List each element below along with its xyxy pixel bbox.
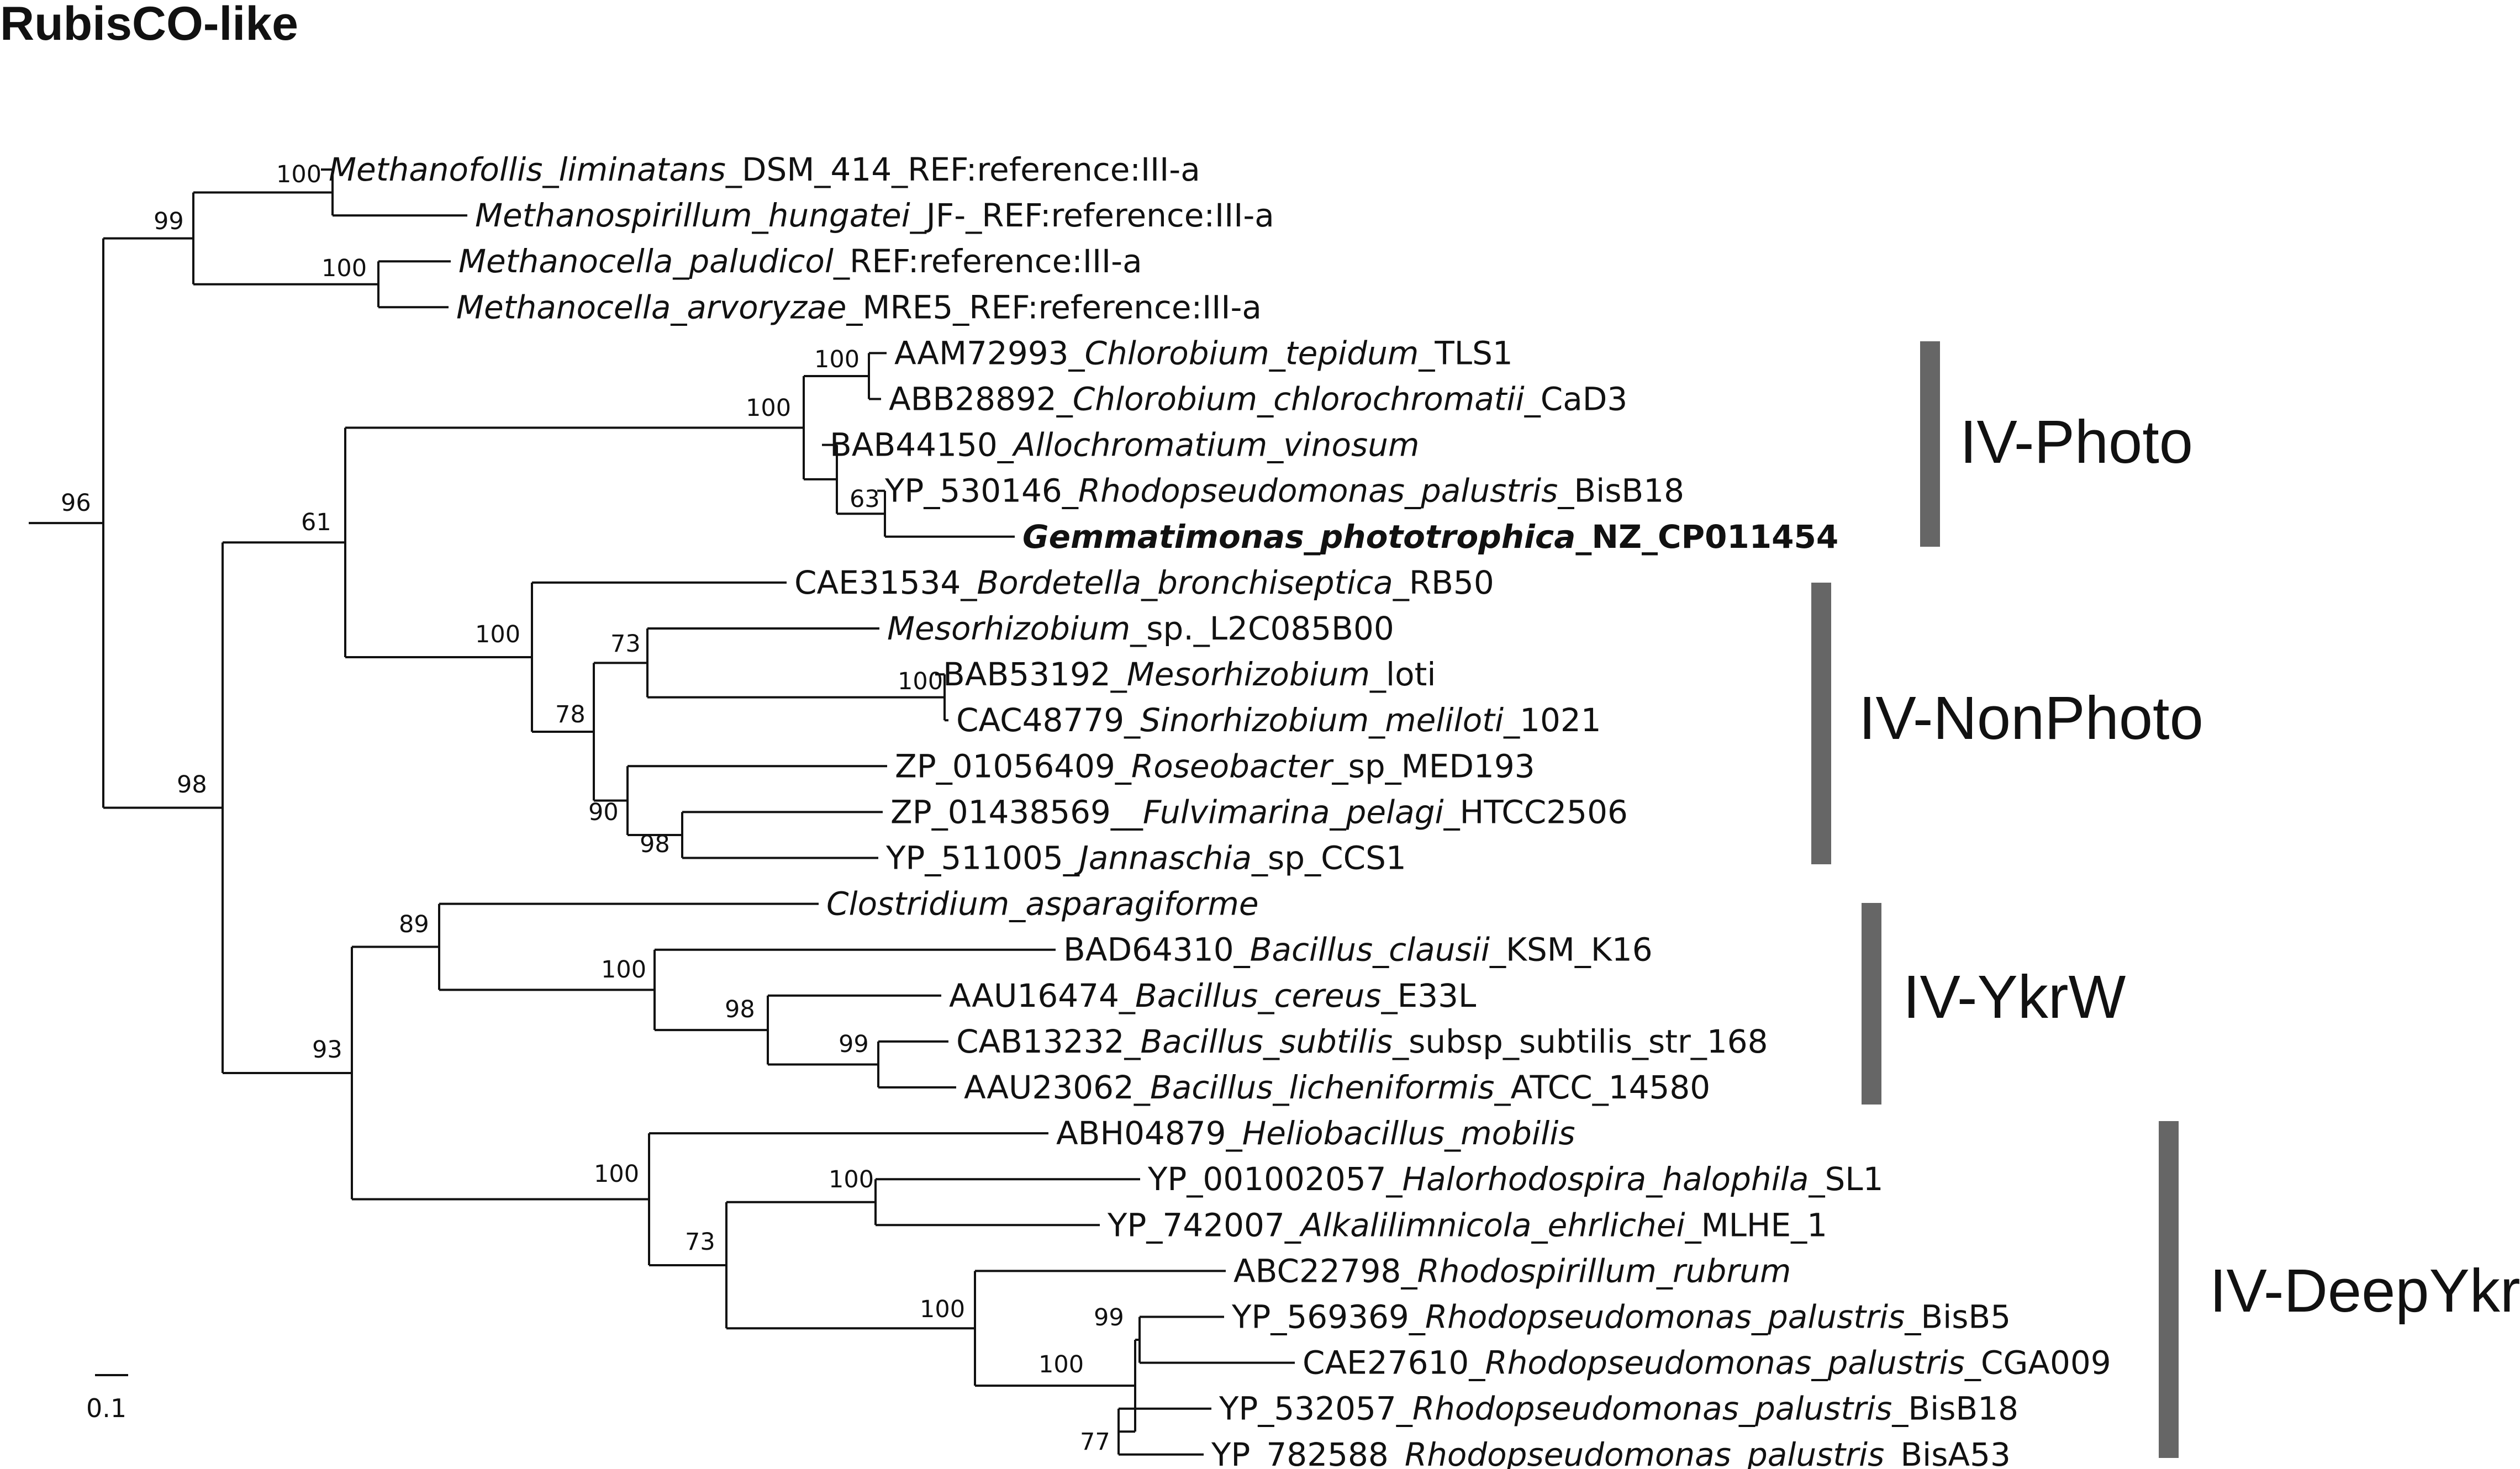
bootstrap-value: 99 <box>1094 1304 1124 1331</box>
bootstrap-value: 100 <box>829 1166 874 1193</box>
leaf-label: CAB13232_Bacillus_subtilis_subsp_subtili… <box>956 1023 1768 1060</box>
bootstrap-value: 78 <box>555 701 586 728</box>
leaf-label: ZP_01056409_Roseobacter_sp_MED193 <box>895 747 1535 785</box>
leaf-label: CAC48779_Sinorhizobium_meliloti_1021 <box>956 701 1601 739</box>
leaf-label: YP_511005_Jannaschia_sp_CCS1 <box>885 839 1406 877</box>
leaf-label: Methanocella_paludicol_REF:reference:III… <box>458 242 1142 280</box>
bootstrap-value: 98 <box>640 831 670 858</box>
leaf-label: AAU23062_Bacillus_licheniformis_ATCC_145… <box>964 1069 1710 1106</box>
leaf-label: Methanofollis_liminatans_DSM_414_REF:ref… <box>329 151 1200 188</box>
bootstrap-value: 98 <box>725 996 755 1023</box>
leaf-label: BAD64310_Bacillus_clausii_KSM_K16 <box>1063 931 1653 969</box>
leaf-label: BAB44150_Allochromatium_vinosum <box>830 426 1419 464</box>
leaf-label: YP_742007_Alkalilimnicola_ehrlichei_MLHE… <box>1107 1206 1827 1244</box>
bootstrap-value: 61 <box>301 509 331 536</box>
leaf-label: CAE27610_Rhodopseudomonas_palustris_CGA0… <box>1303 1344 2111 1382</box>
clade-label: IV-NonPhoto <box>1859 684 2203 752</box>
clade-label: IV-YkrW <box>1903 963 2126 1031</box>
clade-bar <box>1811 583 1831 864</box>
bootstrap-value: 100 <box>601 956 646 984</box>
leaf-label: Methanospirillum_hungatei_JF-_REF:refere… <box>475 197 1274 234</box>
bootstrap-value: 77 <box>1080 1428 1110 1456</box>
bootstrap-value: 73 <box>685 1228 715 1256</box>
bootstrap-value: 100 <box>594 1160 639 1188</box>
scale-bar: 0.1 <box>86 1374 128 1423</box>
bootstrap-labels: 100 99 100 96 100 100 63 61 100 73 100 78 90 98 98 89 10… <box>61 161 1124 1456</box>
bootstrap-value: 100 <box>1038 1351 1084 1378</box>
bootstrap-value: 100 <box>814 346 860 373</box>
leaf-label: YP_532057_Rhodopseudomonas_palustris_Bis… <box>1219 1390 2018 1428</box>
bootstrap-value: 63 <box>850 485 880 513</box>
bootstrap-value: 100 <box>898 668 943 695</box>
bootstrap-value: 100 <box>276 161 321 188</box>
leaf-label: Gemmatimonas_phototrophica_NZ_CP011454 <box>1022 518 1838 556</box>
leaf-labels: Methanofollis_liminatans_DSM_414_REF:ref… <box>329 151 2111 1469</box>
clade-label: IV-DeepYkr <box>2210 1257 2520 1325</box>
leaf-label: Clostridium_asparagiforme <box>826 885 1259 923</box>
leaf-label: ABB28892_Chlorobium_chlorochromatii_CaD3 <box>889 381 1627 418</box>
figure-title: RubisCO-like <box>0 0 298 50</box>
leaf-label: ABH04879_Heliobacillus_mobilis <box>1056 1114 1575 1152</box>
leaf-label: Methanocella_arvoryzae_MRE5_REF:referenc… <box>456 288 1262 326</box>
bootstrap-value: 100 <box>920 1296 965 1323</box>
leaf-label: YP_001002057_Halorhodospira_halophila_SL… <box>1147 1160 1884 1198</box>
leaf-label: YP_782588_Rhodopseudomonas_palustris_Bis… <box>1211 1436 2011 1469</box>
bootstrap-value: 100 <box>475 621 520 648</box>
clade-label: IV-Photo <box>1960 408 2193 476</box>
bootstrap-value: 90 <box>588 799 619 826</box>
bootstrap-value: 89 <box>399 911 429 938</box>
leaf-label: BAB53192_Mesorhizobium_loti <box>943 656 1436 693</box>
leaf-label: YP_530146_Rhodopseudomonas_palustris_Bis… <box>884 472 1684 510</box>
clade-bar <box>2159 1121 2179 1458</box>
leaf-label: AAM72993_Chlorobium_tepidum_TLS1 <box>894 334 1513 372</box>
clade-bar <box>1862 903 1881 1105</box>
bootstrap-value: 96 <box>61 489 91 517</box>
bootstrap-value: 99 <box>839 1031 869 1058</box>
leaf-label: CAE31534_Bordetella_bronchiseptica_RB50 <box>794 564 1494 601</box>
bootstrap-value: 99 <box>154 208 184 235</box>
bootstrap-value: 98 <box>177 771 207 799</box>
leaf-label: AAU16474_Bacillus_cereus_E33L <box>949 977 1476 1014</box>
leaf-label: ABC22798_Rhodospirillum_rubrum <box>1233 1252 1791 1290</box>
bootstrap-value: 100 <box>321 255 367 282</box>
leaf-label: Mesorhizobium_sp._L2C085B00 <box>887 610 1394 647</box>
bootstrap-value: 93 <box>312 1036 342 1064</box>
bootstrap-value: 73 <box>610 630 641 658</box>
clade-bar <box>1920 341 1940 547</box>
tree-branches <box>29 168 1295 1456</box>
scale-bar-label: 0.1 <box>86 1393 126 1423</box>
bootstrap-value: 100 <box>746 394 791 422</box>
leaf-label: YP_569369_Rhodopseudomonas_palustris_Bis… <box>1231 1298 2011 1336</box>
leaf-label: ZP_01438569__Fulvimarina_pelagi_HTCC2506 <box>890 793 1628 831</box>
